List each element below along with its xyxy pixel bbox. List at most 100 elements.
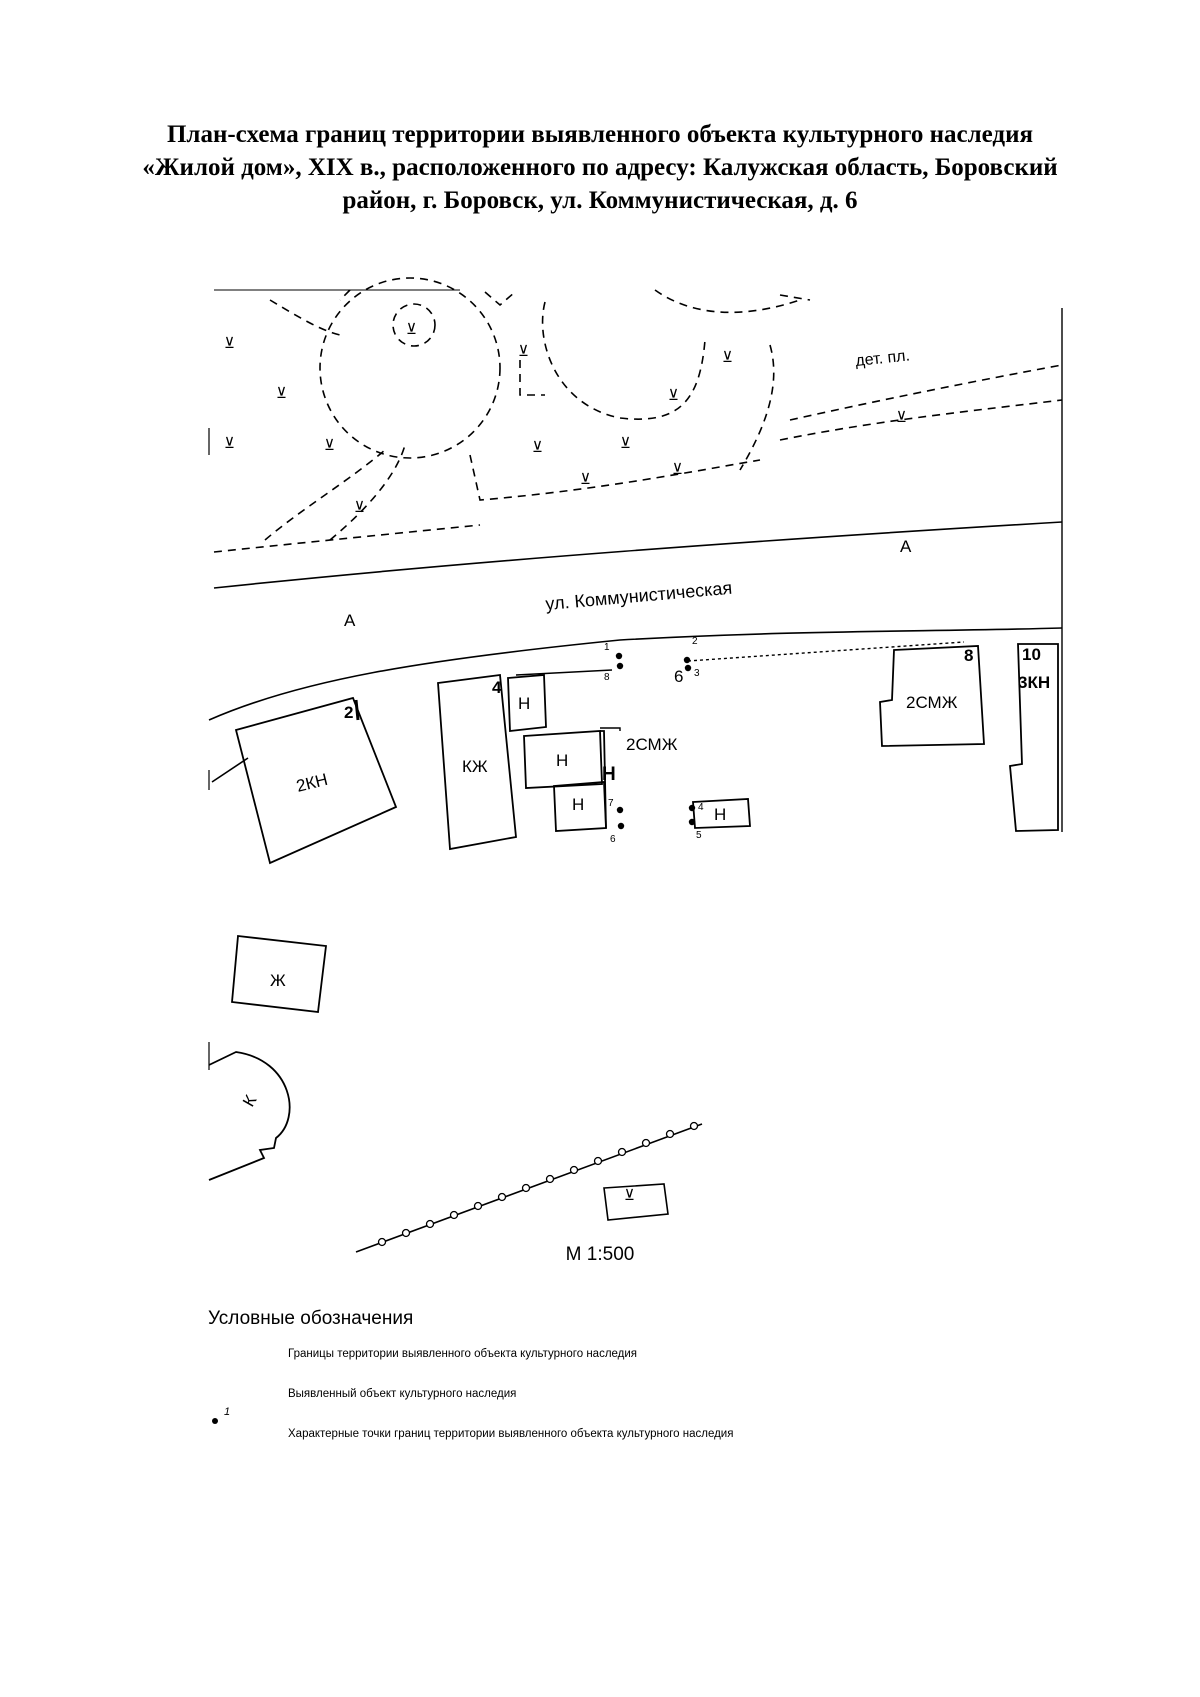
house-number-4: 4: [492, 678, 502, 697]
boundary-point: [615, 652, 623, 660]
label-2smzh-mid: 2СМЖ: [626, 735, 678, 754]
label-n-low: Н: [572, 795, 584, 814]
point-label-8: 8: [604, 672, 610, 683]
legend-title: Условные обозначения: [208, 1308, 414, 1329]
vegetation-symbols: ⊻ ⊻ ⊻ ⊻ ⊻ ⊻ ⊻ ⊻ ⊻ ⊻ ⊻ ⊻ ⊻ ⊻ ⊻: [224, 321, 907, 1204]
railway-ring: [473, 1201, 483, 1211]
building-3kn: [1009, 643, 1059, 832]
house-number-2: 2: [344, 703, 353, 722]
path-12: [213, 524, 481, 553]
building-n-small-top: [507, 674, 547, 733]
tree-symbol: ⊻: [722, 349, 733, 366]
path-13: [779, 294, 811, 301]
label-n-mid: Н: [556, 751, 568, 770]
tree-symbol: ⊻: [672, 461, 683, 478]
plan-title: План-схема границ территории выявленного…: [120, 118, 1080, 217]
path-10: [329, 444, 406, 541]
point-label-6: 6: [610, 834, 616, 845]
path-4: [519, 360, 545, 396]
tree-symbol: ⊻: [276, 385, 287, 402]
railway-ring: [497, 1192, 507, 1202]
title-line-3: район, г. Боровск, ул. Коммунистическая,…: [342, 187, 858, 214]
path-5: [654, 289, 801, 314]
railway-ring: [449, 1210, 459, 1220]
label-zh: Ж: [270, 971, 286, 990]
path-2: [339, 289, 351, 301]
street-label: ул. Коммунистическая: [545, 578, 733, 614]
boundary-point: [684, 664, 692, 672]
tree-symbol: ⊻: [896, 409, 907, 426]
path-1: [269, 299, 341, 336]
round-alley-left: [319, 277, 501, 459]
building-n-mid-right: [600, 730, 607, 829]
boundary-points: [615, 652, 696, 830]
tree-symbol: ⊻: [668, 387, 679, 404]
point-label-3: 3: [694, 668, 700, 679]
railway-ring: [425, 1219, 435, 1229]
label-n-right: Н: [714, 805, 726, 824]
railway-rings: [377, 1121, 699, 1247]
road-mark-left: А: [344, 611, 356, 630]
building-kzh: [437, 673, 517, 851]
boundary-point: [688, 818, 696, 826]
point-label-1: 1: [604, 642, 610, 653]
tree-symbol: ⊻: [532, 439, 543, 456]
path-7: [789, 364, 1063, 421]
tree-symbol: ⊻: [406, 321, 417, 338]
lot-line-dotted: [687, 641, 965, 662]
tree-symbol: ⊻: [580, 471, 591, 488]
tree-symbol: ⊻: [224, 335, 235, 352]
street-north-edge: [213, 521, 1063, 589]
railway-ring: [617, 1147, 627, 1157]
path-11: [264, 449, 386, 541]
building-2kn-left: [234, 696, 398, 865]
map-scale: М 1:500: [565, 1244, 635, 1265]
building-n-mid: [523, 730, 603, 789]
path-6: [739, 344, 775, 471]
point-label-2: 2: [692, 636, 698, 647]
small-green-plot: [603, 1183, 669, 1221]
label-k: К: [239, 1092, 260, 1110]
boundary-point: [617, 822, 625, 830]
legend-item-boundary-points: Характерные точки границ территории выяв…: [288, 1428, 734, 1440]
lot-line-4: [515, 669, 613, 676]
label-2smzh-right: 2СМЖ: [906, 693, 958, 712]
boundary-point: [616, 806, 624, 814]
building-n-right: [692, 798, 751, 829]
label-n-mid-right: Н: [602, 764, 616, 785]
legend-point-symbol: [212, 1418, 218, 1424]
round-alley-right: [541, 301, 706, 420]
playground-label: дет. пл.: [855, 347, 911, 370]
fountain-circle: [392, 303, 436, 347]
railway-ring: [689, 1121, 699, 1131]
point-label-5: 5: [696, 830, 702, 841]
path-9: [469, 454, 761, 501]
railway-ring: [569, 1165, 579, 1175]
boundary-point: [616, 662, 624, 670]
label-3kn: 3КН: [1018, 673, 1050, 692]
street-south-edge: [208, 627, 1063, 721]
title-line-1: План-схема границ территории выявленного…: [166, 121, 1033, 148]
tree-symbol: ⊻: [354, 499, 365, 516]
path-3: [484, 291, 516, 307]
title-line-2: «Жилой дом», XIX в., расположенного по а…: [142, 154, 1058, 181]
building-2smzh-right: [879, 645, 985, 747]
path-8: [779, 399, 1063, 441]
railway-ring: [641, 1138, 651, 1148]
boundary-point: [683, 656, 691, 664]
fence-2smzh: [600, 727, 621, 731]
label-kzh: КЖ: [462, 757, 488, 776]
tree-symbol: ⊻: [324, 437, 335, 454]
building-zh: [231, 935, 328, 1013]
tree-symbol: ⊻: [224, 435, 235, 452]
point-label-7: 7: [608, 798, 614, 809]
house-number-8: 8: [964, 646, 973, 665]
railway-ring: [401, 1228, 411, 1238]
legend-point-sample-number: 1: [224, 1406, 231, 1418]
railway-ring: [521, 1183, 531, 1193]
legend-item-boundary: Границы территории выявленного объекта к…: [288, 1348, 638, 1360]
railway-line: [355, 1121, 703, 1253]
road-mark-right: А: [900, 537, 912, 556]
railway-ring: [377, 1237, 387, 1247]
